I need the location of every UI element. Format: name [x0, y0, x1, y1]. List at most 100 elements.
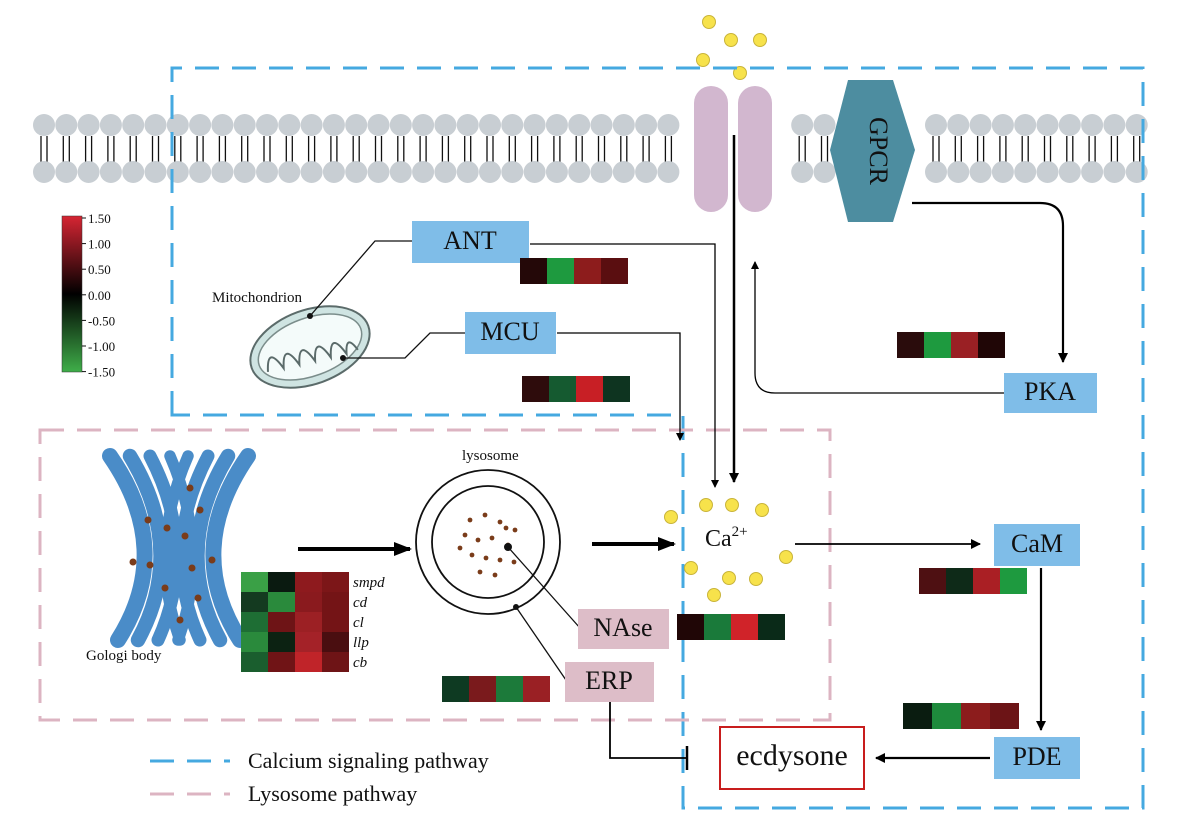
gene-label: llp	[353, 635, 369, 651]
lipid-head	[612, 114, 635, 136]
lipid-head	[77, 161, 100, 183]
label-box-pde: PDE	[994, 737, 1080, 779]
vesicle	[163, 524, 171, 532]
lipid-head	[389, 114, 412, 136]
heatmap-nase	[677, 614, 785, 640]
heatmap-cell	[520, 258, 547, 284]
lipid-head	[144, 114, 167, 136]
heatmap-cell	[268, 572, 295, 592]
lipid-head	[166, 161, 189, 183]
calcium-ion	[702, 15, 716, 29]
lipid-head	[568, 161, 591, 183]
legend-calcium-label: Calcium signaling pathway	[248, 748, 489, 773]
lipid-head	[612, 161, 635, 183]
calcium-ion	[779, 550, 793, 564]
lipid-head	[947, 114, 970, 136]
heatmap-erp	[442, 676, 550, 702]
ant-connector-dot	[307, 313, 313, 319]
heatmap-cell	[241, 572, 268, 592]
lipid-head	[367, 114, 390, 136]
heatmap-cell	[574, 258, 601, 284]
lipid-head	[189, 161, 212, 183]
lipid-head	[345, 161, 368, 183]
label-box-mcu: MCU	[465, 312, 556, 354]
erp-label: ERP	[585, 666, 633, 695]
pde-label: PDE	[1012, 742, 1061, 771]
calcium-ion	[696, 53, 710, 67]
colorbar-tick-label: 0.00	[88, 288, 111, 303]
vesicle	[144, 516, 152, 524]
lipid-head	[412, 114, 435, 136]
golgi-cisterna	[174, 449, 215, 647]
gpcr-receptor: GPCR	[830, 80, 915, 222]
calcium-ions-intracellular	[664, 498, 793, 602]
lipid-head	[322, 114, 345, 136]
lysosome-granule	[477, 569, 483, 575]
calcium-ion	[707, 588, 721, 602]
lipid-head	[256, 161, 278, 183]
lipid-head	[211, 161, 234, 183]
lysosome-granule	[467, 517, 473, 523]
heatmap-cell	[295, 652, 322, 672]
lipid-head	[523, 161, 546, 183]
arrow-pka-to-channel	[751, 261, 1004, 394]
lipid-head	[1036, 161, 1059, 183]
lysosome-granule	[457, 545, 463, 551]
calcium-ion	[722, 571, 736, 585]
lipid-head	[991, 161, 1014, 183]
heatmap-cell	[496, 676, 523, 702]
colorbar-tick-label: 1.00	[88, 237, 111, 252]
lipid-head	[657, 114, 680, 136]
lipid-head	[1014, 161, 1037, 183]
erp-connector-dot	[513, 604, 519, 610]
lipid-head	[456, 161, 479, 183]
lipid-head	[1103, 161, 1126, 183]
gene-label: cl	[353, 615, 364, 631]
lysosome-pathway-border	[38, 428, 832, 722]
colorbar-tick-label: -1.00	[88, 339, 115, 354]
heatmap-cell	[973, 568, 1000, 594]
label-box-cam: CaM	[994, 524, 1080, 566]
lipid-head	[991, 114, 1014, 136]
vesicle	[186, 484, 194, 492]
heatmap-cell	[978, 332, 1005, 358]
vesicle	[181, 532, 189, 540]
lysosome-granule	[489, 535, 495, 541]
heatmap-cell	[295, 632, 322, 652]
lipid-head	[211, 114, 234, 136]
lipid-head	[278, 114, 301, 136]
lipid-head	[545, 161, 568, 183]
label-box-pka: PKA	[1004, 373, 1097, 413]
lipid-head	[367, 161, 390, 183]
lysosome-granule	[511, 559, 517, 565]
label-box-nase: NAse	[578, 609, 669, 649]
lipid-head	[345, 114, 368, 136]
lipid-head	[233, 114, 256, 136]
lipid-head	[947, 161, 970, 183]
lipid-head	[791, 161, 814, 183]
heatmap-cell	[268, 612, 295, 632]
lipid-head	[256, 114, 278, 136]
heatmap-cell	[547, 258, 574, 284]
lysosome-label: lysosome	[462, 448, 519, 464]
vesicle	[196, 506, 204, 514]
lysosome-granule	[497, 557, 503, 563]
lipid-head	[545, 114, 568, 136]
heatmap-cell	[322, 572, 349, 592]
lipid-head	[969, 114, 992, 136]
heatmap-cell	[1000, 568, 1027, 594]
heatmap-cell	[523, 676, 550, 702]
pathway-arrows	[298, 135, 1068, 770]
mitochondrion: Mitochondrion	[212, 290, 371, 389]
lipid-head	[233, 161, 256, 183]
heatmap-cell	[601, 258, 628, 284]
heatmap-cell	[924, 332, 951, 358]
lipid-head	[1036, 114, 1059, 136]
calcium-ion	[753, 33, 767, 47]
heatmap-cam	[919, 568, 1027, 594]
heatmap-pka	[897, 332, 1005, 358]
lysosome-granule	[462, 532, 468, 538]
lipid-head	[322, 161, 345, 183]
golgi-body	[102, 448, 256, 648]
